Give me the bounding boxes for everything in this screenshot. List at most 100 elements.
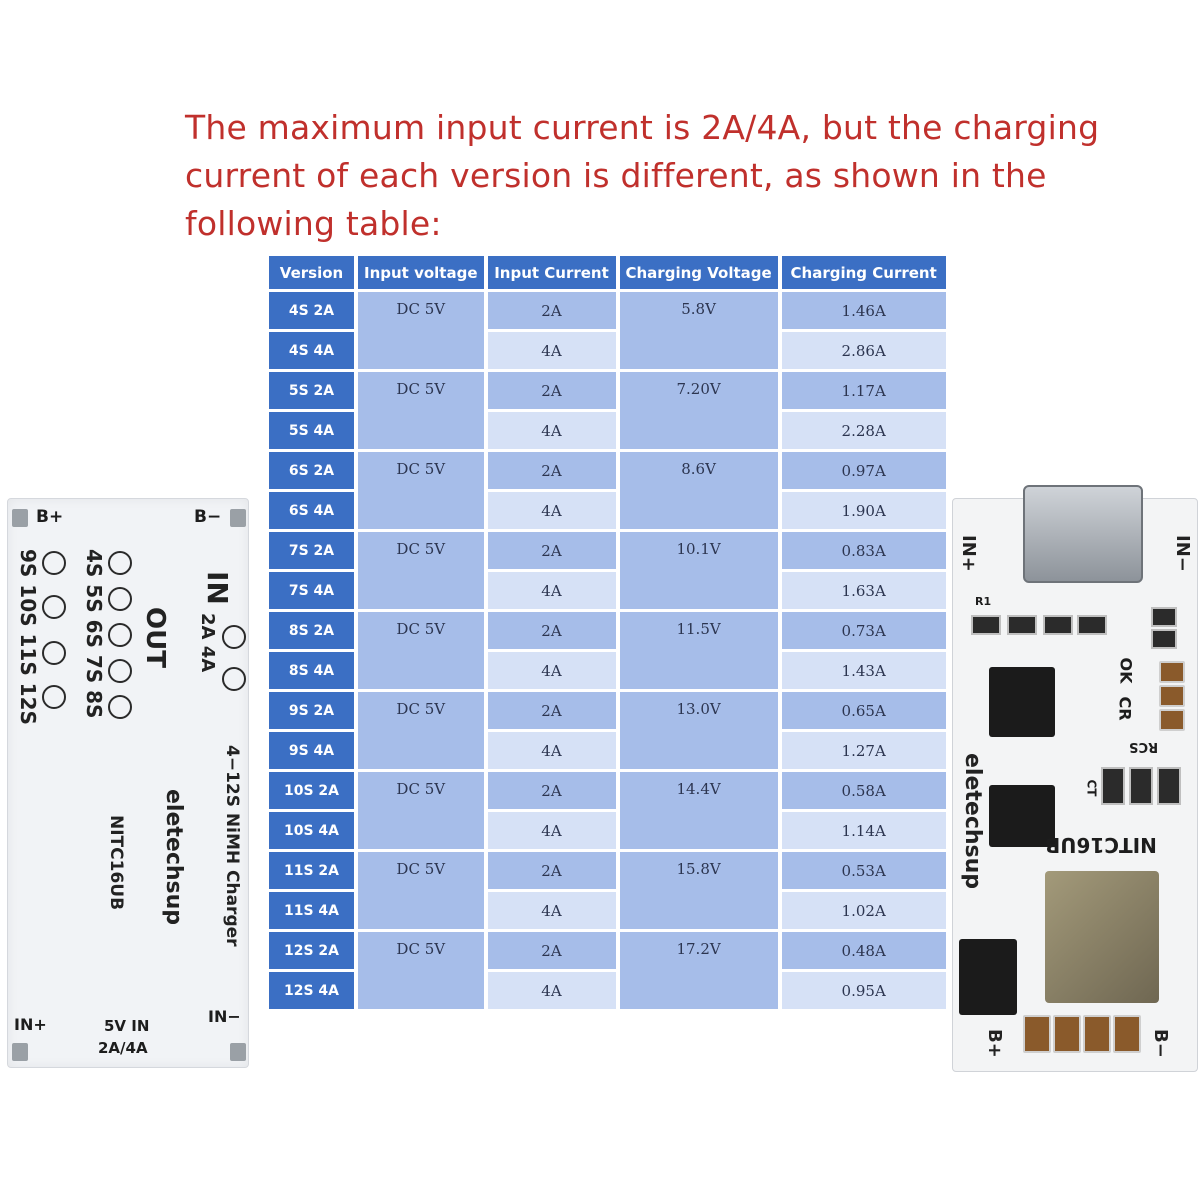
table-row: 5S 2A DC 5V 2A 7.20V 1.17A — [269, 372, 946, 449]
charging-current-cell: 1.46A — [781, 292, 946, 329]
resistor — [1151, 607, 1177, 627]
input-current-cell: 4A — [487, 812, 616, 849]
version-cell: 11S 2A — [269, 852, 354, 889]
charging-current-cell: 2.28A — [781, 412, 946, 449]
charging-voltage-cell: 15.8V — [619, 852, 778, 929]
table-row: 10S 4A 4A 1.14A — [269, 812, 946, 849]
series-row-a-label: 9S 10S 11S 12S — [16, 549, 40, 725]
resistor — [1007, 615, 1037, 635]
header-charging-current: Charging Current — [781, 256, 946, 289]
input-current-cell: 2A — [487, 532, 616, 569]
right-model-label: NITC16UB — [1045, 833, 1157, 857]
charging-current-cell: 0.83A — [781, 532, 946, 569]
version-cell: 10S 2A — [269, 772, 354, 809]
jumper-hole — [222, 625, 246, 649]
header-charging-voltage: Charging Voltage — [619, 256, 778, 289]
left-model-label: NITC16UB — [106, 815, 126, 911]
table-row: 6S 4A 4A 1.90A — [269, 492, 946, 529]
mosfet — [959, 939, 1017, 1015]
input-spec-2: 2A/4A — [98, 1039, 148, 1057]
ic-chip — [989, 785, 1055, 847]
version-cell: 9S 2A — [269, 692, 354, 729]
series-row-b-label: 4S 5S 6S 7S 8S — [82, 549, 106, 719]
ic-chip — [989, 667, 1055, 737]
input-voltage-cell: DC 5V — [358, 532, 484, 609]
left-in-minus-label: IN− — [208, 1007, 241, 1026]
version-cell: 7S 4A — [269, 572, 354, 609]
input-current-cell: 2A — [487, 692, 616, 729]
charging-current-cell: 0.97A — [781, 452, 946, 489]
ct-label: CT — [1084, 779, 1099, 797]
right-b-minus-label: B− — [1150, 1029, 1171, 1058]
table-row: 7S 4A 4A 1.63A — [269, 572, 946, 609]
charging-current-cell: 0.95A — [781, 972, 946, 1009]
resistor — [1157, 767, 1181, 805]
input-current-cell: 4A — [487, 572, 616, 609]
version-cell: 12S 4A — [269, 972, 354, 1009]
charging-voltage-cell: 17.2V — [619, 932, 778, 1009]
input-current-cell: 2A — [487, 932, 616, 969]
jumper-hole — [222, 667, 246, 691]
charging-spec-table: Version Input voltage Input Current Char… — [265, 253, 950, 1012]
input-current-cell: 4A — [487, 332, 616, 369]
header-input-voltage: Input voltage — [358, 256, 484, 289]
capacitor — [1159, 661, 1185, 683]
table-row: 12S 4A 4A 0.95A — [269, 972, 946, 1009]
charging-current-cell: 1.17A — [781, 372, 946, 409]
resistor — [1043, 615, 1073, 635]
input-voltage-cell: DC 5V — [358, 452, 484, 529]
intro-text: The maximum input current is 2A/4A, but … — [185, 108, 1100, 243]
input-current-cell: 2A — [487, 452, 616, 489]
left-b-plus-label: B+ — [36, 507, 64, 527]
right-in-minus-label: IN− — [1172, 535, 1193, 572]
input-current-cell: 2A — [487, 852, 616, 889]
version-cell: 6S 4A — [269, 492, 354, 529]
left-b-minus-label: B− — [194, 507, 222, 527]
header-input-current: Input Current — [487, 256, 616, 289]
right-in-plus-label: IN+ — [958, 535, 979, 572]
left-in-plus-label: IN+ — [14, 1015, 47, 1034]
input-voltage-cell: DC 5V — [358, 372, 484, 449]
table-header-row: Version Input voltage Input Current Char… — [269, 256, 946, 289]
version-cell: 4S 2A — [269, 292, 354, 329]
terminal-hole — [108, 659, 132, 683]
capacitor — [1053, 1015, 1081, 1053]
capacitor — [1113, 1015, 1141, 1053]
resistor — [1101, 767, 1125, 805]
charging-voltage-cell: 5.8V — [619, 292, 778, 369]
charging-current-cell: 0.73A — [781, 612, 946, 649]
usb-c-connector — [1023, 485, 1143, 583]
version-cell: 7S 2A — [269, 532, 354, 569]
input-voltage-cell: DC 5V — [358, 692, 484, 769]
input-voltage-cell: DC 5V — [358, 852, 484, 929]
charging-voltage-cell: 14.4V — [619, 772, 778, 849]
capacitor — [1159, 685, 1185, 707]
resistor — [1129, 767, 1153, 805]
version-cell: 8S 4A — [269, 652, 354, 689]
rcs-label: RCS — [1129, 739, 1159, 754]
b-plus-pad — [12, 509, 28, 527]
charging-current-cell: 1.63A — [781, 572, 946, 609]
table-row: 8S 2A DC 5V 2A 11.5V 0.73A — [269, 612, 946, 689]
in-minus-pad — [230, 1043, 246, 1061]
table-row: 9S 4A 4A 1.27A — [269, 732, 946, 769]
resistor — [1151, 629, 1177, 649]
in-label: IN — [201, 571, 234, 605]
charging-current-cell: 1.27A — [781, 732, 946, 769]
table-row: 10S 2A DC 5V 2A 14.4V 0.58A — [269, 772, 946, 849]
input-current-cell: 4A — [487, 732, 616, 769]
terminal-hole — [108, 623, 132, 647]
charging-current-cell: 0.65A — [781, 692, 946, 729]
charging-voltage-cell: 11.5V — [619, 612, 778, 689]
power-inductor — [1045, 871, 1159, 1003]
input-current-cell: 4A — [487, 892, 616, 929]
input-current-cell: 2A — [487, 372, 616, 409]
b-minus-pad — [230, 509, 246, 527]
input-voltage-cell: DC 5V — [358, 932, 484, 1009]
capacitor — [1083, 1015, 1111, 1053]
input-voltage-cell: DC 5V — [358, 292, 484, 369]
charging-current-cell: 1.90A — [781, 492, 946, 529]
input-spec-1: 5V IN — [104, 1017, 150, 1035]
input-voltage-cell: DC 5V — [358, 612, 484, 689]
version-cell: 4S 4A — [269, 332, 354, 369]
